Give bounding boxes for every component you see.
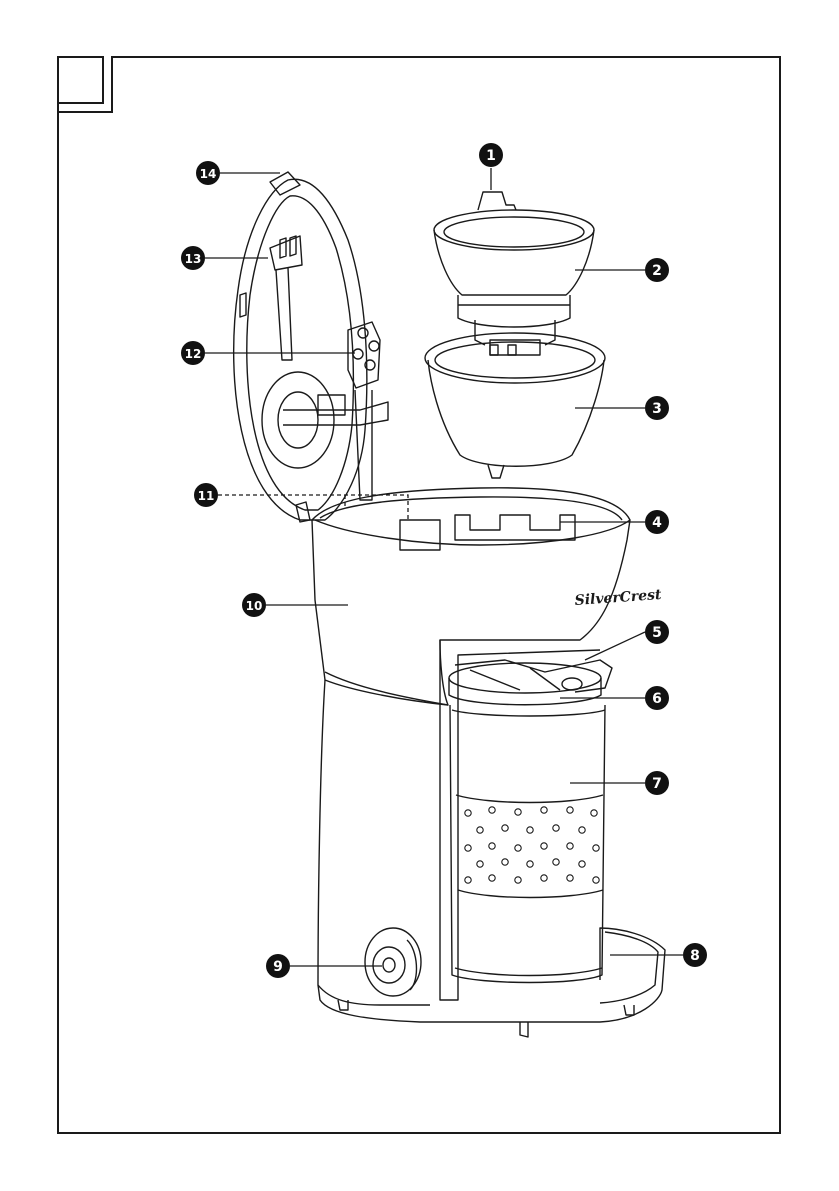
callout-14: 14 <box>196 161 220 185</box>
callout-number: 5 <box>652 625 662 641</box>
callout-1: 1 <box>479 143 503 167</box>
callout-4: 4 <box>645 510 669 534</box>
power-button-illustration <box>365 928 421 996</box>
callout-6: 6 <box>645 686 669 710</box>
callout-13: 13 <box>181 246 205 270</box>
callout-number: 3 <box>652 401 662 417</box>
callout-number: 8 <box>690 948 700 964</box>
callout-number: 2 <box>652 263 662 279</box>
callout-number: 14 <box>200 167 217 181</box>
cone-filter-illustration <box>425 333 605 478</box>
figure-tab-box <box>58 57 103 103</box>
callout-11: 11 <box>194 483 218 507</box>
travel-mug-illustration <box>450 705 605 983</box>
mug-grip-dots <box>465 807 599 883</box>
callout-12: 12 <box>181 341 205 365</box>
brand-logo: SilverCrest <box>574 587 662 609</box>
callout-number: 9 <box>273 959 283 975</box>
callout-number: 11 <box>198 489 215 503</box>
filter-holder-illustration <box>434 192 594 355</box>
lid-illustration <box>234 172 388 522</box>
callout-10: 10 <box>242 593 266 617</box>
callout-5: 5 <box>645 620 669 644</box>
callout-number: 1 <box>486 148 496 164</box>
callout-number: 6 <box>652 691 662 707</box>
callout-number: 13 <box>185 252 202 266</box>
callout-2: 2 <box>645 258 669 282</box>
callout-number: 4 <box>652 515 662 531</box>
callout-3: 3 <box>645 396 669 420</box>
callout-9: 9 <box>266 954 290 978</box>
page-frame <box>58 57 780 1133</box>
callout-7: 7 <box>645 771 669 795</box>
callout-number: 7 <box>652 776 662 792</box>
callout-8: 8 <box>683 943 707 967</box>
leader-line-5 <box>585 632 645 660</box>
callout-number: 12 <box>185 347 202 361</box>
main-body-illustration <box>312 488 630 1005</box>
callout-number: 10 <box>246 599 263 613</box>
